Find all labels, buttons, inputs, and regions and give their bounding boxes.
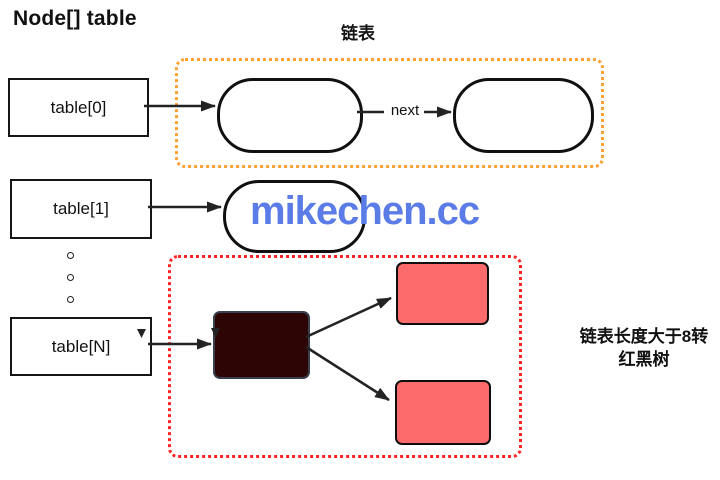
list-node-first — [217, 78, 363, 153]
bucket-table0-label: table[0] — [50, 97, 107, 117]
linked-list-region — [175, 58, 604, 168]
bucket-tableN: table[N] — [10, 317, 152, 376]
list-node-second — [453, 78, 594, 153]
bucket-table1: table[1] — [10, 179, 152, 239]
bucket-table1-label: table[1] — [53, 199, 109, 218]
tree-note: 链表长度大于8转 红黑树 — [564, 325, 720, 371]
tree-leaf-bottom — [395, 380, 491, 445]
ellipsis-dot — [67, 274, 74, 281]
ellipsis-dot — [67, 296, 74, 303]
next-pointer-label: next — [390, 102, 420, 119]
tree-leaf-top — [396, 262, 489, 325]
list-node-table1 — [223, 180, 366, 253]
bucket-table0: table[0] — [8, 78, 149, 137]
watermark: mikechen.cc — [250, 189, 480, 233]
page-title: Node[] table — [13, 7, 137, 30]
ellipsis-dot — [67, 252, 74, 259]
tree-root-node — [213, 311, 310, 379]
tree-region — [168, 255, 522, 458]
bucket-tableN-label: table[N] — [51, 336, 111, 356]
tree-note-line2: 红黑树 — [618, 350, 670, 369]
tree-note-line1: 链表长度大于8转 — [579, 327, 709, 346]
linked-list-label: 链表 — [341, 24, 375, 43]
